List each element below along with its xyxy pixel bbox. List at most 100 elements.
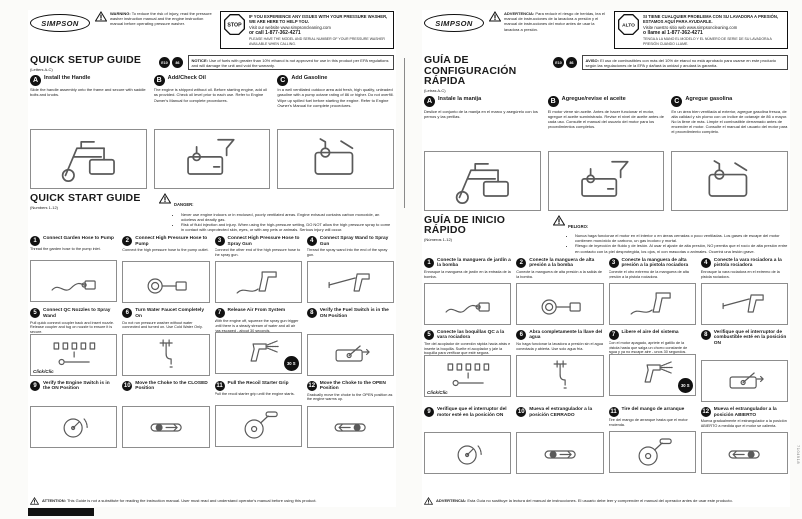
- start-step: 3 Connect High Pressure Hose to Spray Gu…: [214, 236, 302, 304]
- step-figure-icon: [520, 286, 600, 321]
- step-title: Agregue gasolina: [685, 96, 733, 103]
- footer-text: ADVERTENCIA: Esta Guía no sustituye la l…: [436, 498, 733, 504]
- help-text: IF YOU EXPERIENCE ANY ISSUES WITH YOUR P…: [249, 14, 390, 46]
- figure-label: Click/Clic: [427, 389, 448, 395]
- step-illustration: [306, 405, 394, 448]
- setup-guide-title: QUICK SETUP GUIDE: [30, 54, 142, 66]
- start-step: 9 Verifique que el interruptor del motor…: [424, 407, 512, 475]
- step-title: Conecte la manguera de alta presión a la…: [621, 257, 689, 269]
- step-illustration: [306, 333, 394, 376]
- danger-block: PELIGRO: Nunca haga funcionar el motor e…: [553, 215, 788, 254]
- step-figure-icon: [612, 435, 692, 470]
- setup-step: A Install the Handle Slide the handle as…: [30, 74, 147, 190]
- step-number-badge: 7: [608, 329, 619, 340]
- step-title: Conecte las boquillas QC a la vara rocia…: [437, 329, 505, 341]
- step-figure-icon: [126, 409, 206, 444]
- step-header: 8 Verifique que el interruptor de combus…: [700, 329, 788, 347]
- setup-step: C Add Gasoline In a well ventilated outd…: [277, 74, 394, 190]
- step-illustration: [153, 129, 271, 190]
- danger-triangle-icon: [553, 215, 565, 226]
- step-number-badge: 6: [516, 329, 527, 340]
- step-description: Pull quick connect coupler back and inse…: [30, 320, 115, 334]
- start-step: 4 Conecte la vara rociadora a la pistola…: [700, 257, 788, 325]
- figure-label: Click/Clic: [33, 368, 54, 374]
- step-illustration: [122, 333, 210, 376]
- danger-text: PELIGRO: Nunca haga funcionar el motor e…: [568, 215, 788, 254]
- step-number-badge: 5: [30, 308, 40, 319]
- step-figure-icon: [218, 265, 298, 300]
- step-title: Agregue/revise el aceite: [561, 96, 626, 103]
- step-header: B Agregue/revise el aceite: [547, 96, 665, 108]
- start-step: 4 Connect Spray Wand to Spray Gun Thread…: [306, 236, 394, 304]
- step-letter-badge: A: [30, 74, 41, 86]
- step-description: El motor viene sin aceite. Antes de hace…: [547, 108, 664, 130]
- help-heading: IF YOU EXPERIENCE ANY ISSUES WITH YOUR P…: [249, 14, 388, 25]
- step-illustration: [700, 432, 788, 475]
- danger-bullet: Risk of fluid injection and injury. When…: [181, 222, 394, 232]
- step-description: [30, 393, 117, 406]
- step-letter-badge: C: [671, 96, 683, 108]
- customer-help-box: STOP IF YOU EXPERIENCE ANY ISSUES WITH Y…: [220, 11, 394, 49]
- step-header: 12 Mueva el estrangulador a la posición …: [700, 407, 788, 418]
- ethanol-notice: AVISO: El uso de combustibles con más de…: [582, 55, 788, 71]
- step-title: Add Gasoline: [291, 74, 328, 81]
- step-illustration: [608, 431, 696, 474]
- octane-86-badge: 86: [172, 57, 183, 68]
- page-footer: ATTENTION: This Guide is not a substitut…: [30, 494, 394, 506]
- step-title: Release Air From System: [227, 308, 286, 314]
- step-figure-icon: [310, 337, 390, 372]
- step-illustration: [306, 261, 394, 304]
- step-figure-icon: [126, 265, 206, 300]
- setup-guide-header: GUÍA DE CONFIGURACIÓN RÁPIDA (Letras A-C…: [424, 55, 788, 93]
- step-figure-icon: [218, 408, 298, 443]
- header-warning-text: ADVERTENCIA: Para reducir el riesgo de h…: [504, 11, 605, 32]
- step-figure-icon: [704, 286, 784, 321]
- help-note: PLEASE HAVE THE MODEL AND SERIAL NUMBER …: [249, 37, 385, 46]
- step-header: 1 Conecte la manguera de jardín a la bom…: [424, 257, 511, 269]
- step-figure-icon: [310, 409, 390, 444]
- setup-guide-title: GUÍA DE CONFIGURACIÓN RÁPIDA: [424, 54, 517, 88]
- step-header: 11 Pull the Recoil Starter Grip: [214, 380, 302, 391]
- step-number-badge: 1: [424, 257, 434, 268]
- start-step: 1 Connect Garden Hose to Pump Thread the…: [30, 236, 118, 303]
- setup-step: B Agregue/revise el aceite El motor vien…: [547, 96, 665, 211]
- step-title: Tire del mango de arranque: [621, 407, 685, 413]
- step-title: Conecte la manguera de jardín a la bomba: [437, 257, 511, 269]
- figure-label: 30 S: [283, 356, 299, 372]
- step-number-badge: 11: [608, 407, 619, 418]
- step-description: Tire del acoplador de conexión rápida ha…: [424, 341, 511, 355]
- step-number-badge: 6: [122, 308, 133, 319]
- step-illustration: 30 S: [214, 332, 302, 375]
- step-header: C Agregue gasolina: [671, 96, 788, 108]
- step-figure-icon: [34, 337, 114, 372]
- step-illustration: [122, 261, 210, 304]
- step-letter-badge: B: [547, 96, 559, 108]
- step-number-badge: 12: [700, 407, 711, 418]
- step-letter-badge: C: [277, 74, 289, 86]
- step-number-badge: 4: [700, 257, 711, 268]
- step-illustration: [122, 405, 210, 448]
- header-warning: WARNING: To reduce the risk of injury, r…: [95, 11, 215, 27]
- step-header: 10 Move the Choke to the CLOSED Position: [122, 380, 209, 392]
- step-title: Pull the Recoil Starter Grip: [227, 380, 289, 386]
- step-title: Connect Garden Hose to Pump: [43, 236, 114, 242]
- step-illustration: [30, 405, 118, 448]
- step-header: 2 Connect High Pressure Hose to Pump: [122, 236, 209, 247]
- header-warning-text: WARNING: To reduce the risk of injury, r…: [110, 11, 212, 27]
- setup-guide-subtitle: (Letters A-C): [30, 66, 53, 72]
- start-step: 7 Release Air From System With the engin…: [214, 308, 302, 375]
- print-registration-mark: [28, 508, 94, 516]
- step-description: Mueva gradualmente el estrangulador a la…: [700, 419, 787, 429]
- step-description: Gradually move the choke to the OPEN pos…: [306, 392, 393, 402]
- setup-step: B Add/Check Oil The engine is shipped wi…: [153, 74, 271, 190]
- attention-triangle-icon: [424, 497, 433, 505]
- step-figure-icon: [34, 409, 114, 444]
- step-title: Add/Check Oil: [167, 74, 206, 81]
- step-header: 10 Mueva el estrangulador a la posición …: [516, 407, 603, 418]
- warning-triangle-icon: [489, 11, 501, 22]
- step-title: Verify the Fuel Switch is in the ON Posi…: [319, 308, 389, 319]
- start-step: 12 Move the Choke to the OPEN Position G…: [306, 380, 394, 448]
- step-title: Connect QC Nozzles to Spray Wand: [43, 308, 111, 319]
- start-step: 8 Verify the Fuel Switch is in the ON Po…: [306, 308, 394, 376]
- step-header: 11 Tire del mango de arranque: [608, 407, 696, 418]
